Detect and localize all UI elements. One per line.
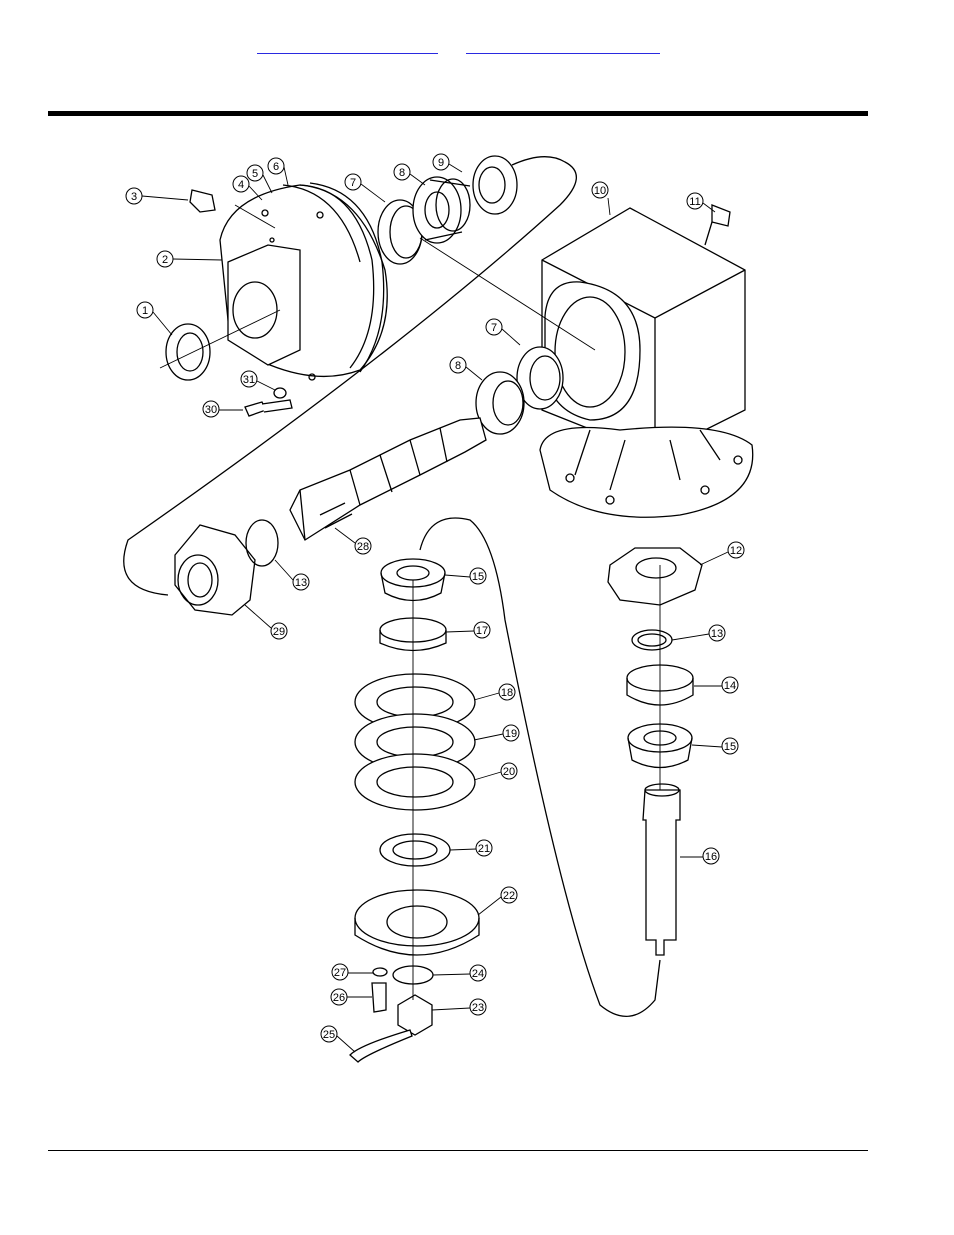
callout-9: 9	[432, 153, 450, 171]
svg-text:8: 8	[399, 167, 405, 179]
svg-text:18: 18	[501, 687, 513, 699]
callout-18: 18	[498, 683, 516, 701]
callout-3: 3	[125, 187, 143, 205]
footer-rule	[48, 1150, 868, 1151]
header-links	[0, 38, 954, 58]
callout-25: 25	[320, 1025, 338, 1043]
bearing-cup-7-mid	[516, 346, 564, 410]
svg-text:20: 20	[503, 766, 515, 778]
bevel-gear-29	[174, 524, 256, 616]
callout-26: 26	[330, 988, 348, 1006]
svg-text:7: 7	[350, 177, 356, 189]
svg-text:6: 6	[273, 161, 279, 173]
callout-11: 11	[686, 192, 704, 210]
callout-4: 4	[232, 175, 250, 193]
svg-text:14: 14	[724, 680, 736, 692]
callout-29: 29	[270, 622, 288, 640]
callout-14: 14	[721, 676, 739, 694]
svg-text:13: 13	[711, 628, 723, 640]
input-shaft	[289, 417, 487, 541]
callout-8: 8	[393, 163, 411, 181]
callouts: 1 2 3 4 5 6 7 8 9 10 11 7 8 12 13 14 15 …	[125, 153, 745, 1043]
bearing-8-mid	[475, 371, 525, 435]
callout-24: 24	[469, 964, 487, 982]
callout-15: 15	[721, 737, 739, 755]
callout-15b: 15	[469, 567, 487, 585]
callout-28: 28	[354, 537, 372, 555]
svg-text:11: 11	[689, 196, 700, 208]
svg-text:15: 15	[472, 571, 484, 583]
seal-9	[472, 155, 518, 215]
callout-19: 19	[502, 724, 520, 742]
svg-text:13: 13	[295, 577, 307, 589]
callout-20: 20	[500, 762, 518, 780]
svg-text:5: 5	[252, 168, 258, 180]
svg-text:23: 23	[472, 1002, 484, 1014]
callout-31: 31	[240, 370, 258, 388]
svg-text:12: 12	[730, 545, 742, 557]
callout-10: 10	[591, 181, 609, 199]
svg-text:25: 25	[323, 1029, 335, 1041]
header-link-2[interactable]	[466, 38, 660, 54]
housing-cap	[219, 182, 388, 381]
header-rule	[48, 111, 868, 116]
svg-text:3: 3	[131, 191, 137, 203]
svg-text:22: 22	[503, 890, 515, 902]
callout-22: 22	[500, 886, 518, 904]
bevel-gear-12	[607, 547, 703, 606]
callout-23: 23	[469, 998, 487, 1016]
callout-30: 30	[202, 400, 220, 418]
callout-2: 2	[156, 250, 174, 268]
svg-text:29: 29	[273, 626, 285, 638]
seal-1	[165, 323, 211, 381]
svg-text:2: 2	[162, 254, 168, 266]
svg-text:16: 16	[705, 851, 717, 863]
callout-1: 1	[136, 301, 154, 319]
svg-text:10: 10	[594, 185, 606, 197]
callout-17: 17	[473, 621, 491, 639]
callout-13b: 13	[292, 573, 310, 591]
callout-8b: 8	[449, 356, 467, 374]
svg-text:9: 9	[438, 157, 444, 169]
svg-text:31: 31	[243, 374, 255, 386]
callout-12: 12	[727, 541, 745, 559]
svg-text:15: 15	[724, 741, 736, 753]
svg-text:8: 8	[455, 360, 461, 372]
callout-7: 7	[344, 173, 362, 191]
bearing-8-top	[412, 176, 471, 244]
svg-text:7: 7	[491, 322, 497, 334]
callout-16: 16	[702, 847, 720, 865]
svg-text:27: 27	[334, 967, 346, 979]
svg-text:26: 26	[333, 992, 345, 1004]
svg-text:19: 19	[505, 728, 517, 740]
callout-21: 21	[475, 839, 493, 857]
callout-27: 27	[331, 963, 349, 981]
callout-5: 5	[246, 164, 264, 182]
svg-text:21: 21	[478, 843, 490, 855]
svg-text:28: 28	[357, 541, 369, 553]
callout-7b: 7	[485, 318, 503, 336]
flange-22	[354, 889, 480, 956]
svg-text:4: 4	[238, 179, 244, 191]
output-shaft	[642, 783, 681, 956]
callout-6: 6	[267, 157, 285, 175]
gearbox-housing	[539, 207, 754, 518]
header-link-1[interactable]	[257, 38, 438, 54]
shim-plates	[354, 673, 476, 811]
svg-text:24: 24	[472, 968, 484, 980]
svg-text:17: 17	[476, 625, 488, 637]
callout-13: 13	[708, 624, 726, 642]
svg-text:30: 30	[205, 404, 217, 416]
svg-text:1: 1	[142, 305, 148, 317]
